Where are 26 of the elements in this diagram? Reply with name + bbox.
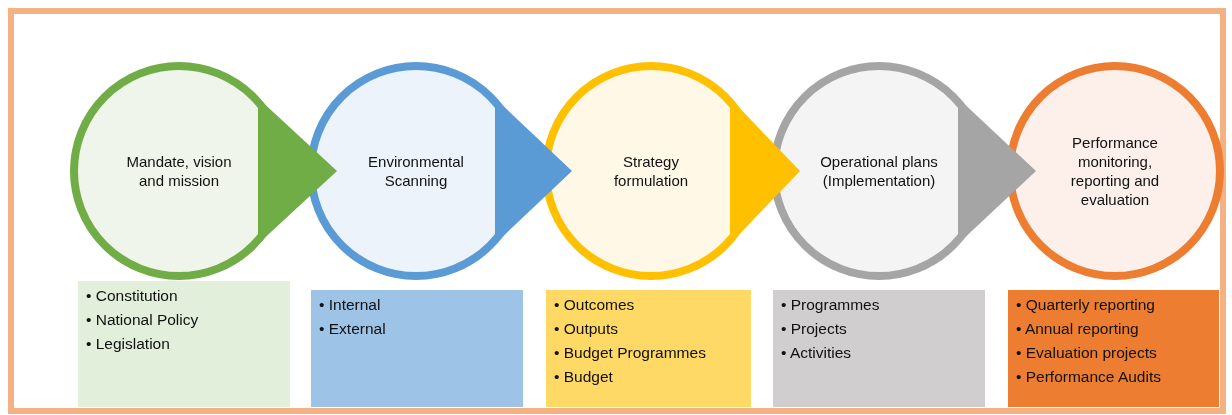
bullet-item: • External xyxy=(319,319,387,339)
stage-title: Environmental Scanning xyxy=(367,152,465,190)
bullet-item: • Budget Programmes xyxy=(554,343,707,363)
bullet-item: • Outputs xyxy=(554,319,619,339)
bullet-item: • Outcomes xyxy=(554,295,636,315)
bullet-item: • National Policy xyxy=(86,310,200,330)
bullet-item: • Quarterly reporting xyxy=(1016,295,1156,315)
stage-title: Mandate, vision and mission xyxy=(125,152,233,190)
bullet-list-box xyxy=(546,290,751,407)
bullet-list-box xyxy=(1008,290,1219,407)
bullet-item: • Budget xyxy=(554,367,614,387)
bullet-item: • Annual reporting xyxy=(1016,319,1140,339)
bullet-item: • Projects xyxy=(781,319,848,339)
bullet-item: • Programmes xyxy=(781,295,881,315)
bullet-item: • Evaluation projects xyxy=(1016,343,1158,363)
bullet-list-box xyxy=(773,290,985,407)
bullet-list-box xyxy=(311,290,523,407)
bullet-item: • Internal xyxy=(319,295,382,315)
bullet-item: • Activities xyxy=(781,343,853,363)
stage-title: Strategy formulation xyxy=(612,152,690,190)
bullet-item: • Performance Audits xyxy=(1016,367,1162,387)
stage-title: Performance monitoring, reporting and evaluation xyxy=(1069,133,1161,209)
bullet-list-box xyxy=(78,281,290,407)
stage-title: Operational plans (Implementation) xyxy=(819,152,939,190)
bullet-item: • Legislation xyxy=(86,334,171,354)
bullet-item: • Constitution xyxy=(86,286,179,306)
